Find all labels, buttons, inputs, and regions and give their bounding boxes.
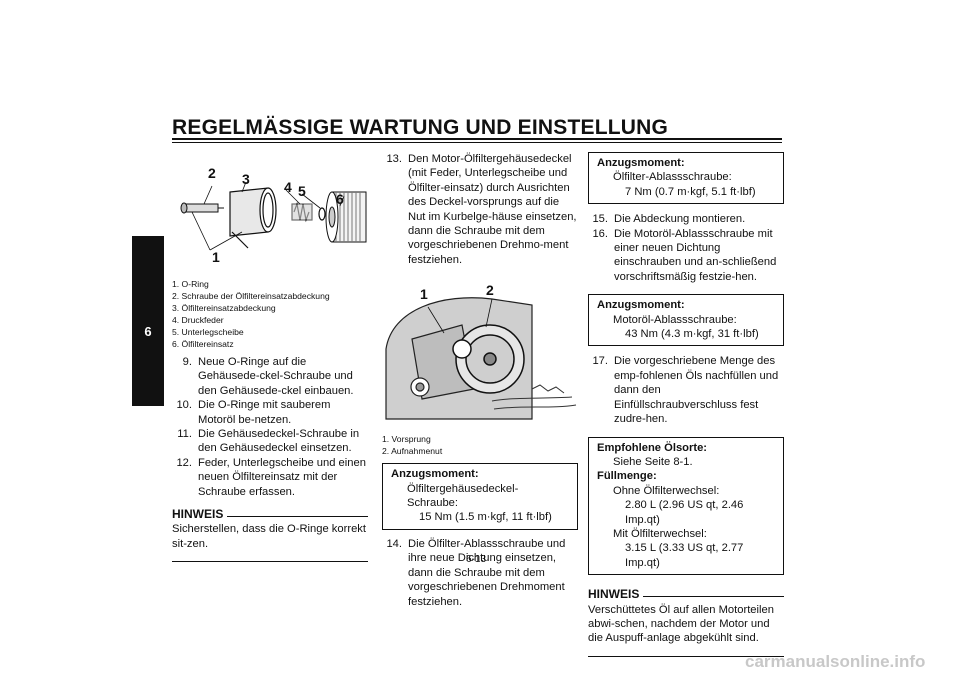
page-number: 6-13 [466,554,487,565]
steps-list: 13. Den Motor-Ölfiltergehäusedeckel (mit … [382,152,578,267]
chapter-tab: 6 [132,236,164,406]
step-number: 15. [592,213,608,226]
step-text: Die Gehäusedeckel-Schraube in den Gehäus… [198,428,360,455]
legend-item: 1. O-Ring [172,279,209,289]
hinweis-rule [227,515,368,517]
step-item: 14. Die Ölfilter-Ablassschraube und ihre … [382,537,578,609]
figure2-callout-1: 1 [420,286,428,303]
step-number: 9. [182,356,192,368]
spec-label: Anzugsmoment: [597,157,685,169]
step-item: 16. Die Motoröl-Ablassschraube mit einer … [588,227,784,285]
spec-value: 43 Nm (4.3 m·kgf, 31 ft·lbf) [625,328,759,341]
step-number: 13. [386,153,402,165]
step-text: Feder, Unterlegscheibe und einen neuen Ö… [198,456,366,498]
steps-list: 14. Die Ölfilter-Ablassschraube und ihre … [382,537,578,609]
spec-item: Motoröl-Ablassschraube: [613,313,737,326]
column-1: 1 2 3 4 5 6 1. O-Ring 2. Schraube der Öl… [172,158,368,563]
hinweis-text: Verschüttetes Öl auf allen Motorteilen a… [588,603,774,645]
steps-list: 15. Die Abdeckung montieren. 16. Die Motor… [588,212,784,284]
step-number: 12. [176,456,192,469]
legend-item: 1. Vorsprung [382,434,431,445]
figure2-callout-2: 2 [486,282,494,299]
step-number: 11. [177,428,192,441]
step-item: 9. Neue O-Ringe auf die Gehäusede-ckel-Sc… [172,355,368,398]
figure1-legend: 1. O-Ring 2. Schraube der Ölfiltereinsat… [172,278,368,350]
hinweis-label: HINWEIS [172,507,224,522]
spec-label: Anzugsmoment: [391,468,479,481]
spec-label: Füllmenge: [597,470,657,483]
engine-photo-illustration [382,269,578,430]
steps-list: 9. Neue O-Ringe auf die Gehäusede-ckel-Sc… [172,355,368,499]
step-text: Die O-Ringe mit sauberem Motoröl be-netz… [198,399,331,426]
step-text: Die Abdeckung montieren. [614,213,746,226]
spec-value: 7 Nm (0.7 m·kgf, 5.1 ft·lbf) [625,185,756,198]
spec-item: Siehe Seite 8-1. [613,455,693,468]
torque-spec-box: Anzugsmoment: Ölfilter-Ablassschraube: 7… [588,152,784,205]
figure1-callout-4: 4 [284,179,292,195]
legend-item: 5. Unterlegscheibe [172,327,244,337]
step-text: Die Ölfilter-Ablassschraube und ihre neu… [408,537,566,608]
hinweis-heading: HINWEIS [588,587,784,601]
step-text: Den Motor-Ölfiltergehäusedeckel (mit Fed… [408,153,577,266]
legend-item: 3. Ölfiltereinsatzabdeckung [172,303,276,313]
hinweis-end-rule [172,561,368,563]
engine-cover-photo: 1 2 [382,269,578,430]
title-rule [172,138,782,140]
watermark-link[interactable]: carmanualsonline.info [745,652,926,671]
figure2-legend: 1. Vorsprung 2. Aufnahmenut [382,433,578,457]
torque-spec-box: Anzugsmoment: Ölfiltergehäusedeckel-Schr… [382,463,578,530]
figure1-callout-6: 6 [336,191,344,207]
hinweis-label: HINWEIS [588,587,640,602]
step-item: 11. Die Gehäusedeckel-Schraube in den Geh… [172,427,368,456]
oil-filter-parts-figure: 1 2 3 4 5 6 [172,158,368,274]
legend-item: 6. Ölfiltereinsatz [172,339,234,349]
spec-value: 15 Nm (1.5 m·kgf, 11 ft·lbf) [419,511,552,524]
step-item: 10. Die O-Ringe mit sauberem Motoröl be-n… [172,398,368,427]
step-text: Neue O-Ringe auf die Gehäusede-ckel-Schr… [198,356,354,397]
step-number: 16. [592,227,608,240]
figure1-callout-5: 5 [298,183,306,199]
step-number: 10. [176,399,192,412]
title-rule-thin [172,142,782,143]
column-2: 13. Den Motor-Ölfiltergehäusedeckel (mit … [382,152,578,609]
step-item: 15. Die Abdeckung montieren. [588,212,784,226]
hinweis-end-rule [588,655,784,657]
spec-item: Mit Ölfilterwechsel: [613,527,707,540]
hinweis-text: Sicherstellen, dass die O-Ringe korrekt … [172,523,367,550]
step-item: 13. Den Motor-Ölfiltergehäusedeckel (mit … [382,152,578,267]
spec-label: Empfohlene Ölsorte: [597,441,708,454]
legend-item: 2. Schraube der Ölfiltereinsatzabdeckung [172,291,330,301]
step-number: 14. [386,537,402,550]
step-number: 17. [592,355,608,368]
oil-spec-box: Empfohlene Ölsorte: Siehe Seite 8-1. Fül… [588,436,784,576]
legend-item: 2. Aufnahmenut [382,446,443,457]
hinweis-heading: HINWEIS [172,507,368,521]
figure1-callout-3: 3 [242,171,250,187]
spec-value: 3.15 L (3.33 US qt, 2.77 Imp.qt) [625,542,744,569]
column-3: Anzugsmoment: Ölfilter-Ablassschraube: 7… [588,152,784,657]
legend-item: 4. Druckfeder [172,315,224,325]
step-text: Die Motoröl-Ablassschraube mit einer neu… [614,227,777,283]
spec-value: 2.80 L (2.96 US qt, 2.46 Imp.qt) [625,499,744,526]
spec-item: Ohne Ölfilterwechsel: [613,484,720,497]
exploded-filter-illustration [180,181,367,251]
step-item: 17. Die vorgeschriebene Menge des emp-foh… [588,354,784,426]
spec-item: Ölfiltergehäusedeckel-Schraube: [407,482,519,510]
page-title: REGELMÄSSIGE WARTUNG UND EINSTELLUNG [172,116,669,139]
steps-list: 17. Die vorgeschriebene Menge des emp-foh… [588,354,784,426]
step-item: 12. Feder, Unterlegscheibe und einen neue… [172,456,368,499]
torque-spec-box: Anzugsmoment: Motoröl-Ablassschraube: 43… [588,294,784,347]
figure1-callout-2: 2 [208,165,216,181]
spec-item: Ölfilter-Ablassschraube: [613,171,732,184]
figure1-callout-1: 1 [212,249,220,265]
spec-label: Anzugsmoment: [597,299,685,312]
hinweis-rule [643,595,784,597]
step-text: Die vorgeschriebene Menge des emp-fohlen… [614,355,779,426]
